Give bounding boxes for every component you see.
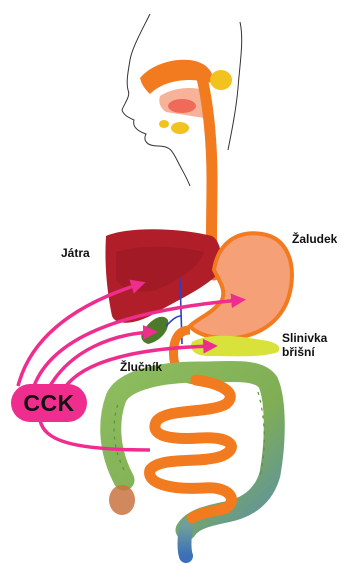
cck-hormone-badge: CCK: [11, 384, 87, 422]
neck-outline: [228, 22, 242, 150]
appendix: [109, 485, 135, 515]
submandibular-gland: [171, 122, 189, 134]
parotid-gland: [210, 70, 232, 90]
cystic-duct: [166, 316, 181, 326]
liver-label: Játra: [61, 246, 90, 260]
cck-source-line: [40, 420, 150, 450]
stomach-label: Žaludek: [292, 232, 337, 246]
gallbladder: [141, 317, 168, 344]
pancreas-label: Slinivka břišní: [282, 331, 327, 359]
rectum: [185, 526, 187, 556]
pancreas-label-line2: břišní: [282, 345, 327, 359]
small-intestine: [150, 380, 232, 518]
sublingual-gland: [159, 120, 169, 128]
pancreas-label-line1: Slinivka: [282, 331, 327, 345]
cck-hormone-label: CCK: [23, 390, 74, 417]
gallbladder-label: Žlučník: [120, 360, 162, 374]
tongue: [168, 99, 196, 113]
